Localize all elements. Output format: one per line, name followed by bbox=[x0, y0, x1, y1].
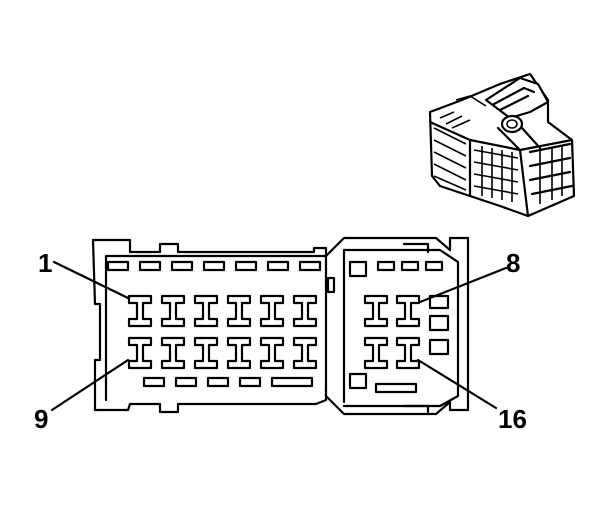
cavity-top-left-5 bbox=[259, 294, 285, 328]
cavity-top-left-3 bbox=[193, 294, 219, 328]
callout-pin-8: 8 bbox=[506, 248, 520, 278]
bottom-rib-slots bbox=[142, 376, 418, 394]
connector-isometric-view bbox=[428, 72, 576, 218]
cavity-top-right-1 bbox=[363, 294, 389, 328]
callout-leaders bbox=[50, 260, 508, 412]
cavity-bottom-left-2 bbox=[160, 336, 186, 370]
leader-pin-16 bbox=[416, 358, 498, 410]
callout-labels: 1 8 9 16 bbox=[34, 248, 527, 434]
cavity-top-left-6 bbox=[292, 294, 318, 328]
connector-front-view bbox=[91, 236, 470, 416]
callout-pin-9: 9 bbox=[34, 404, 48, 434]
cavity-top-left-4 bbox=[226, 294, 252, 328]
cavity-top-right-2 bbox=[395, 294, 421, 328]
leader-pin-9 bbox=[50, 358, 130, 412]
cavity-bottom-left-3 bbox=[193, 336, 219, 370]
cavity-bottom-left-5 bbox=[259, 336, 285, 370]
cavity-bottom-right-2 bbox=[395, 336, 421, 370]
top-rib-slots bbox=[106, 260, 444, 272]
leader-pin-8 bbox=[418, 266, 508, 304]
terminal-cavities bbox=[127, 294, 421, 370]
callout-pin-16: 16 bbox=[498, 404, 527, 434]
cavity-bottom-left-6 bbox=[292, 336, 318, 370]
callout-pin-1: 1 bbox=[38, 248, 52, 278]
leader-pin-1 bbox=[52, 260, 130, 300]
cavity-bottom-left-4 bbox=[226, 336, 252, 370]
cavity-bottom-left-1 bbox=[127, 336, 153, 370]
cavity-bottom-right-1 bbox=[363, 336, 389, 370]
cavity-top-left-2 bbox=[160, 294, 186, 328]
cavity-top-left-1 bbox=[127, 294, 153, 328]
